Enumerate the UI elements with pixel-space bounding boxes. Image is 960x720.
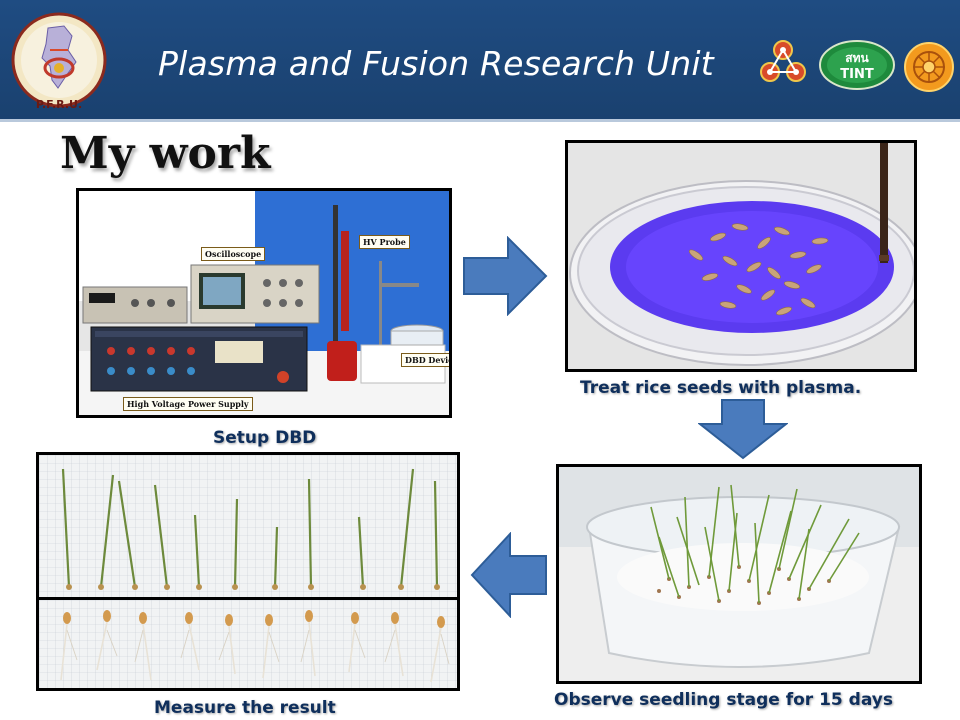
pfru-logo-icon: P.F.R.U.	[11, 12, 107, 111]
tint-logo-icon: สทน TINT	[819, 40, 895, 90]
caption-treat: Treat rice seeds with plasma.	[580, 378, 862, 398]
observe-seedlings-photo	[556, 464, 922, 684]
arrow-right-icon	[463, 236, 548, 316]
header-banner: P.F.R.U. Plasma and Fusion Research Unit…	[0, 0, 960, 122]
gear-triangle-logo-icon	[760, 40, 806, 82]
page-title: My work	[60, 128, 271, 179]
hv-probe-label: HV Probe	[359, 235, 410, 249]
measure-roots-photo	[36, 597, 460, 691]
power-supply-label: High Voltage Power Supply	[123, 397, 253, 411]
caption-observe: Observe seedling stage for 15 days	[554, 690, 893, 710]
treat-seeds-photo	[565, 140, 917, 372]
setup-dbd-photo: Oscilloscope HV Probe DBD Device High Vo…	[76, 188, 452, 418]
caption-setup: Setup DBD	[213, 428, 317, 448]
tint-text: TINT	[840, 67, 874, 82]
banner-title: Plasma and Fusion Research Unit	[158, 44, 714, 83]
arrow-left-icon	[470, 532, 547, 618]
measure-leaves-photo	[36, 452, 460, 600]
oscilloscope-label: Oscilloscope	[201, 247, 266, 261]
pfru-logo-text: P.F.R.U.	[36, 98, 82, 111]
caption-measure: Measure the result	[154, 698, 336, 718]
tint-thai-text: สทน	[845, 51, 869, 65]
dbd-device-label: DBD Device	[401, 353, 449, 367]
university-seal-icon	[904, 42, 954, 92]
arrow-down-icon	[698, 399, 788, 460]
